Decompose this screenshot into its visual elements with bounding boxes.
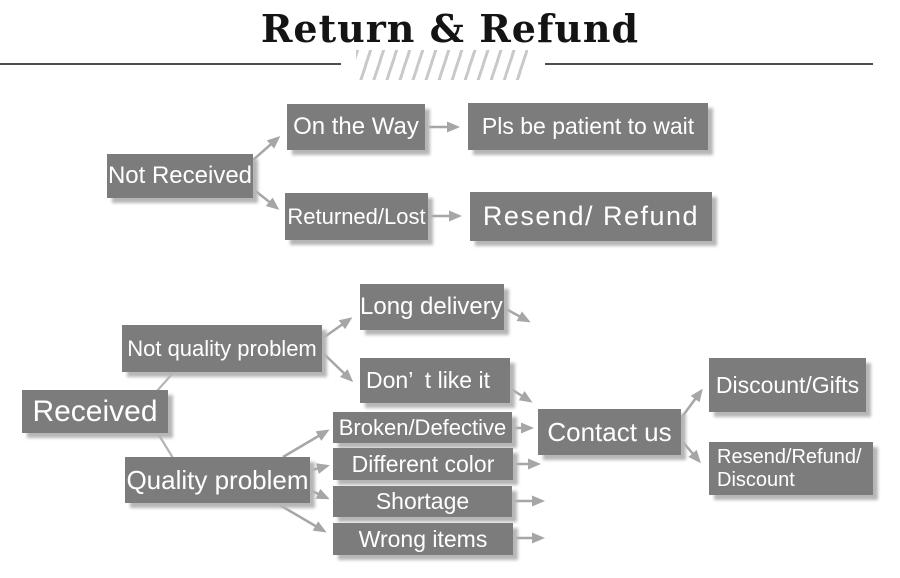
edge-quality-to-shortage — [311, 488, 330, 500]
link-received-to-quality — [156, 431, 174, 459]
node-resend-refund-discount: Resend/Refund/ Discount — [709, 442, 873, 495]
node-returned-lost: Returned/Lost — [285, 193, 428, 240]
node-different-color: Different color — [333, 448, 513, 480]
node-discount-gifts: Discount/Gifts — [709, 358, 866, 412]
node-not-quality-problem: Not quality problem — [122, 325, 322, 372]
edge-long-delivery-out — [505, 307, 531, 323]
edge-not-quality-to-long-delivery — [322, 317, 353, 340]
edge-contact-us-to-discount-gifts — [680, 388, 703, 418]
node-received: Received — [22, 390, 168, 433]
node-wrong-items: Wrong items — [333, 523, 513, 555]
edge-quality-to-wrong-items — [277, 502, 327, 533]
divider-line-right — [545, 63, 873, 65]
edge-quality-to-broken — [282, 429, 330, 459]
node-contact-us: Contact us — [538, 409, 681, 455]
node-dont-like-it: Don’ t like it — [360, 358, 510, 403]
node-quality-problem: Quality problem — [125, 457, 310, 503]
edge-not-received-to-returned-lost — [252, 188, 280, 210]
edge-not-quality-to-dont-like — [322, 352, 354, 383]
edge-contact-us-to-resend-refund-discount — [681, 440, 701, 464]
node-pls-be-patient: Pls be patient to wait — [468, 103, 708, 150]
node-on-the-way: On the Way — [287, 104, 425, 150]
node-broken-defective: Broken/Defective — [333, 412, 512, 443]
node-not-received: Not Received — [107, 154, 253, 198]
divider-line-left — [0, 63, 341, 65]
hatch-decoration — [356, 50, 528, 80]
edge-dont-like-to-contact-us — [507, 385, 533, 403]
node-long-delivery: Long delivery — [360, 284, 504, 330]
page-title: Return & Refund — [260, 6, 640, 51]
node-resend-refund: Resend/ Refund — [470, 192, 712, 241]
node-shortage: Shortage — [333, 486, 512, 517]
edge-not-received-to-on-the-way — [252, 136, 281, 161]
link-received-to-not-quality — [156, 372, 174, 392]
edge-quality-to-different-color — [311, 463, 330, 474]
